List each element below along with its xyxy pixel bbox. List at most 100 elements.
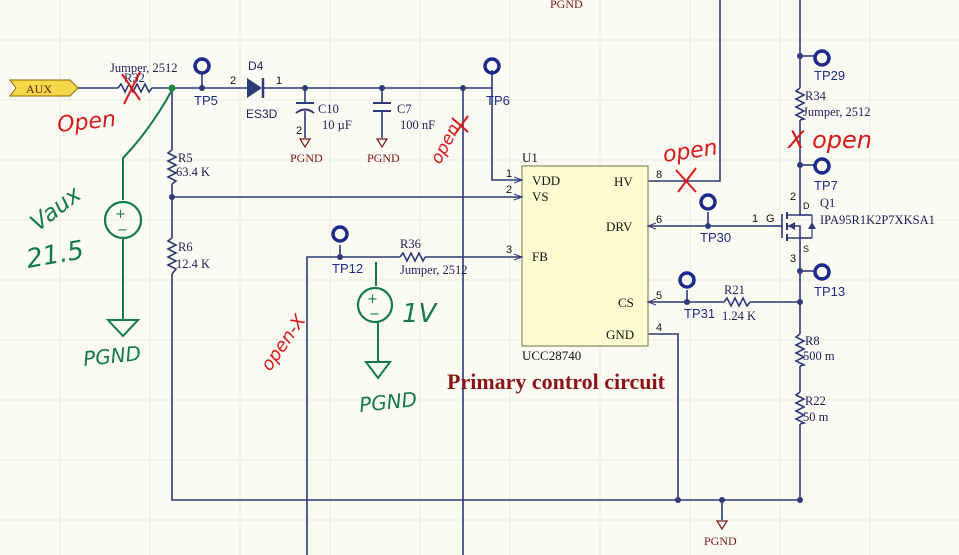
r34-ref: R34 (805, 89, 827, 103)
tp7[interactable]: TP7 (813, 157, 838, 193)
r21-value: 1.24 K (722, 309, 756, 323)
aux-label: AUX (26, 82, 52, 96)
c10-ref: C10 (318, 102, 339, 116)
annot-open-fb: open-X (257, 311, 311, 375)
resistor-r22[interactable]: R22 50 m (794, 391, 829, 425)
tp7-label: TP7 (814, 178, 838, 193)
r36-ref: R36 (400, 237, 421, 251)
svg-text:+: + (367, 292, 378, 307)
annot-vaux: Vaux (26, 181, 87, 237)
junctions (168, 53, 803, 503)
tp6-label: TP6 (486, 93, 510, 108)
tp12[interactable]: TP12 (331, 225, 363, 276)
ic-u1[interactable]: U1 UCC28740 VDD VS FB HV DRV CS GND 1 2 … (506, 150, 662, 363)
u1-part: UCC28740 (522, 348, 581, 363)
aux-port[interactable]: AUX (9, 79, 79, 97)
r34-value: Jumper, 2512 (803, 105, 871, 119)
q1-pin1: 1 (752, 213, 758, 225)
svg-text:FB: FB (532, 249, 548, 264)
resistor-r34[interactable]: R34 Jumper, 2512 (794, 87, 871, 121)
svg-text:PGND: PGND (290, 151, 323, 165)
tp30[interactable]: TP30 (699, 193, 731, 245)
c7-value: 100 nF (400, 118, 435, 132)
q1-pin3: 3 (790, 253, 796, 265)
pgnd-bottom: PGND (704, 520, 737, 548)
resistor-r5[interactable]: R5 63.4 K (166, 149, 210, 185)
r5-ref: R5 (178, 151, 193, 165)
wires (78, 0, 815, 555)
d4-pin-a: 2 (230, 75, 236, 87)
svg-text:DRV: DRV (606, 219, 633, 234)
circuit-title: Primary control circuit (447, 369, 666, 394)
svg-text:1: 1 (506, 168, 512, 180)
r5-value: 63.4 K (176, 165, 210, 179)
q1-value: IPA95R1K2P7XKSA1 (820, 213, 935, 227)
tp13[interactable]: TP13 (813, 263, 845, 299)
r22-ref: R22 (805, 394, 826, 408)
annot-open-r32: Open (56, 107, 117, 138)
resistor-r21[interactable]: R21 1.24 K (722, 283, 756, 323)
handwritten-annotations: Open open open X open open-X + − Vaux 21… (24, 71, 872, 417)
q1-d: D (803, 201, 810, 211)
tp5[interactable]: TP5 (193, 57, 218, 108)
mosfet-q1[interactable]: G D S 1 2 3 Q1 IPA95R1K2P7XKSA1 (752, 191, 935, 265)
resistor-r36[interactable]: R36 Jumper, 2512 (399, 237, 468, 277)
svg-text:2: 2 (506, 184, 512, 196)
svg-text:HV: HV (614, 174, 633, 189)
q1-pin2: 2 (790, 191, 796, 203)
annot-open-hv: open (661, 136, 719, 168)
q1-s: S (803, 244, 809, 254)
q1-ref: Q1 (820, 196, 835, 210)
r36-value: Jumper, 2512 (400, 263, 468, 277)
c10-value: 10 µF (322, 118, 352, 132)
svg-text:VDD: VDD (532, 173, 560, 188)
tp31[interactable]: TP31 (678, 271, 715, 321)
u1-ref: U1 (522, 150, 538, 165)
resistor-r6[interactable]: R6 12.4 K (166, 237, 210, 275)
r6-ref: R6 (178, 240, 193, 254)
tp29[interactable]: TP29 (813, 49, 845, 83)
resistor-r8[interactable]: R8 500 m (794, 333, 835, 367)
d4-value: ES3D (246, 107, 278, 121)
r8-ref: R8 (805, 334, 820, 348)
q1-g: G (766, 213, 775, 225)
svg-text:PGND: PGND (704, 534, 737, 548)
capacitor-c7[interactable]: C7 100 nF (373, 102, 435, 132)
annot-pgnd-1: PGND (82, 341, 142, 371)
r21-ref: R21 (724, 283, 745, 297)
annot-21v5: 21.5 (24, 235, 86, 275)
svg-text:+: + (115, 207, 126, 222)
r8-value: 500 m (803, 349, 835, 363)
svg-text:−: − (117, 223, 128, 238)
tp31-label: TP31 (684, 306, 715, 321)
pgnd-c7: PGND (367, 138, 400, 165)
svg-text:3: 3 (506, 244, 512, 256)
c10-pin: 2 (296, 125, 302, 137)
pgnd-top-label: PGND (550, 0, 583, 11)
tp12-label: TP12 (332, 261, 363, 276)
svg-text:PGND: PGND (367, 151, 400, 165)
c7-ref: C7 (397, 102, 412, 116)
svg-text:GND: GND (606, 327, 634, 342)
svg-text:6: 6 (656, 214, 662, 226)
annot-pgnd-2: PGND (358, 387, 418, 417)
d4-pin-k: 1 (276, 75, 282, 87)
r32-value: Jumper, 2512 (110, 61, 178, 75)
annot-open-r34: X open (786, 126, 872, 154)
tp30-label: TP30 (700, 230, 731, 245)
tp13-label: TP13 (814, 284, 845, 299)
annot-1v: 1V (402, 299, 439, 329)
r6-value: 12.4 K (176, 257, 210, 271)
diode-d4[interactable]: D4 ES3D 2 1 (230, 59, 282, 121)
d4-ref: D4 (248, 59, 264, 73)
svg-text:VS: VS (532, 189, 549, 204)
svg-text:4: 4 (656, 322, 662, 334)
svg-text:8: 8 (656, 169, 662, 181)
svg-text:−: − (369, 307, 380, 322)
tp6[interactable]: TP6 (483, 57, 510, 108)
capacitor-c10[interactable]: C10 10 µF 2 (295, 102, 352, 137)
svg-text:CS: CS (618, 295, 634, 310)
r22-value: 50 m (803, 410, 829, 424)
